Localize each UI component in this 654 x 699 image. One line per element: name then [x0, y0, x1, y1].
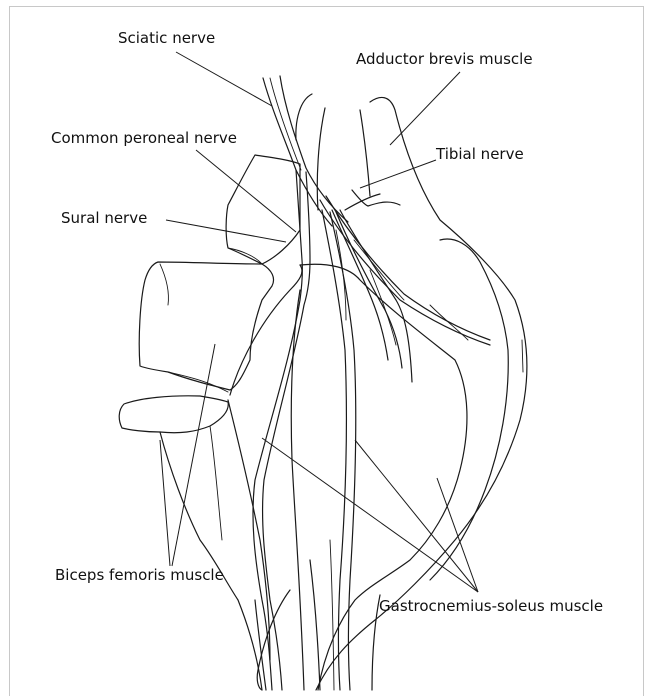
biceps-femoris-lower-tendon [119, 396, 262, 690]
medial-hamstring-lines [296, 94, 400, 210]
leader-gastroc-3 [437, 478, 478, 592]
leader-gastroc-2 [355, 440, 478, 592]
leader-tibial [360, 160, 436, 188]
leader-common-peroneal [196, 150, 296, 232]
tibial-nerve-branches [320, 196, 490, 690]
label-gastrocnemius-soleus-muscle: Gastrocnemius-soleus muscle [379, 597, 603, 615]
leader-gastroc-1 [262, 438, 478, 592]
label-sural-nerve: Sural nerve [61, 209, 147, 227]
leader-adductor-brevis [390, 72, 460, 145]
leader-sciatic [176, 52, 272, 106]
label-adductor-brevis-muscle: Adductor brevis muscle [356, 50, 533, 68]
label-sciatic-nerve: Sciatic nerve [118, 29, 215, 47]
common-peroneal-nerve-path [253, 170, 310, 690]
adductor-cut-block [226, 155, 300, 264]
leader-biceps-1 [160, 440, 170, 566]
label-common-peroneal-nerve: Common peroneal nerve [51, 129, 237, 147]
label-biceps-femoris-muscle: Biceps femoris muscle [55, 566, 224, 584]
leader-biceps-2 [172, 344, 215, 566]
lower-leg-outlines [255, 540, 380, 690]
label-tibial-nerve: Tibial nerve [436, 145, 524, 163]
biceps-femoris-upper-block [139, 262, 273, 392]
gastrocnemius-soleus-muscle [228, 194, 467, 690]
